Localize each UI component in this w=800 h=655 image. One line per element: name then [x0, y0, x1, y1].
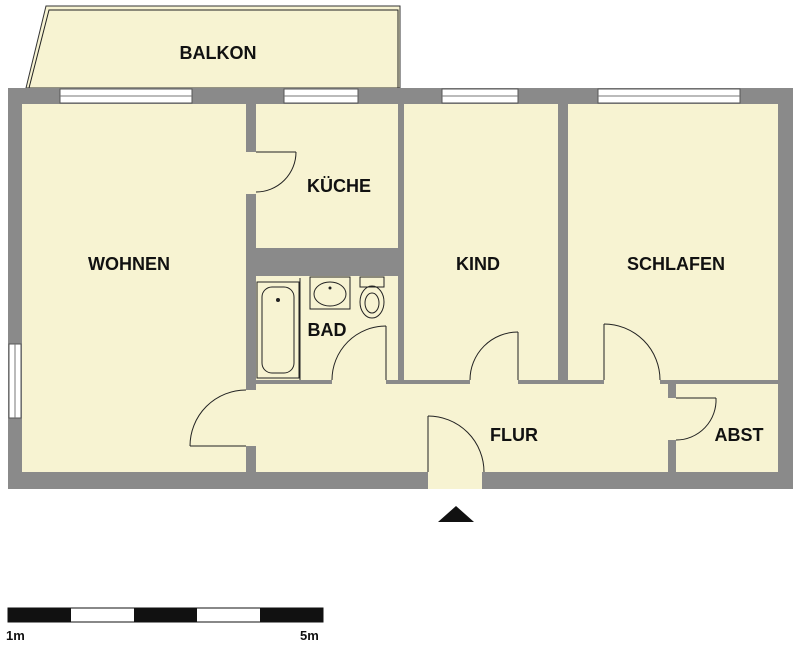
toilet-icon [359, 276, 385, 319]
label-flur: FLUR [490, 425, 538, 445]
door-gap-wohnen-flur [244, 390, 258, 446]
label-kueche: KÜCHE [307, 176, 371, 196]
scale-label-end: 5m [300, 628, 319, 643]
room-wohnen [22, 104, 246, 472]
door-gap-wohnen-kueche [244, 152, 258, 194]
room-schlafen [568, 104, 778, 380]
label-schlafen: SCHLAFEN [627, 254, 725, 274]
bathtub-icon [256, 281, 300, 379]
door-gap-entrance [428, 470, 482, 489]
door-swings [189, 151, 717, 473]
entrance-arrow-icon [438, 506, 474, 522]
door-gap-kind [470, 378, 518, 386]
room-kind [404, 104, 558, 380]
door-gap-bad [332, 378, 386, 386]
room-kueche [256, 104, 398, 248]
label-abst: ABST [715, 425, 764, 445]
scale-bar: 1m 5m [6, 607, 324, 643]
door-gap-schlafen [604, 378, 660, 386]
door-gap-abst [666, 398, 678, 440]
sink-icon [309, 276, 351, 310]
label-balkon: BALKON [180, 43, 257, 63]
scale-label-start: 1m [6, 628, 25, 643]
label-bad: BAD [308, 320, 347, 340]
label-wohnen: WOHNEN [88, 254, 170, 274]
label-kind: KIND [456, 254, 500, 274]
room-abst [676, 384, 778, 472]
windows [8, 88, 741, 419]
